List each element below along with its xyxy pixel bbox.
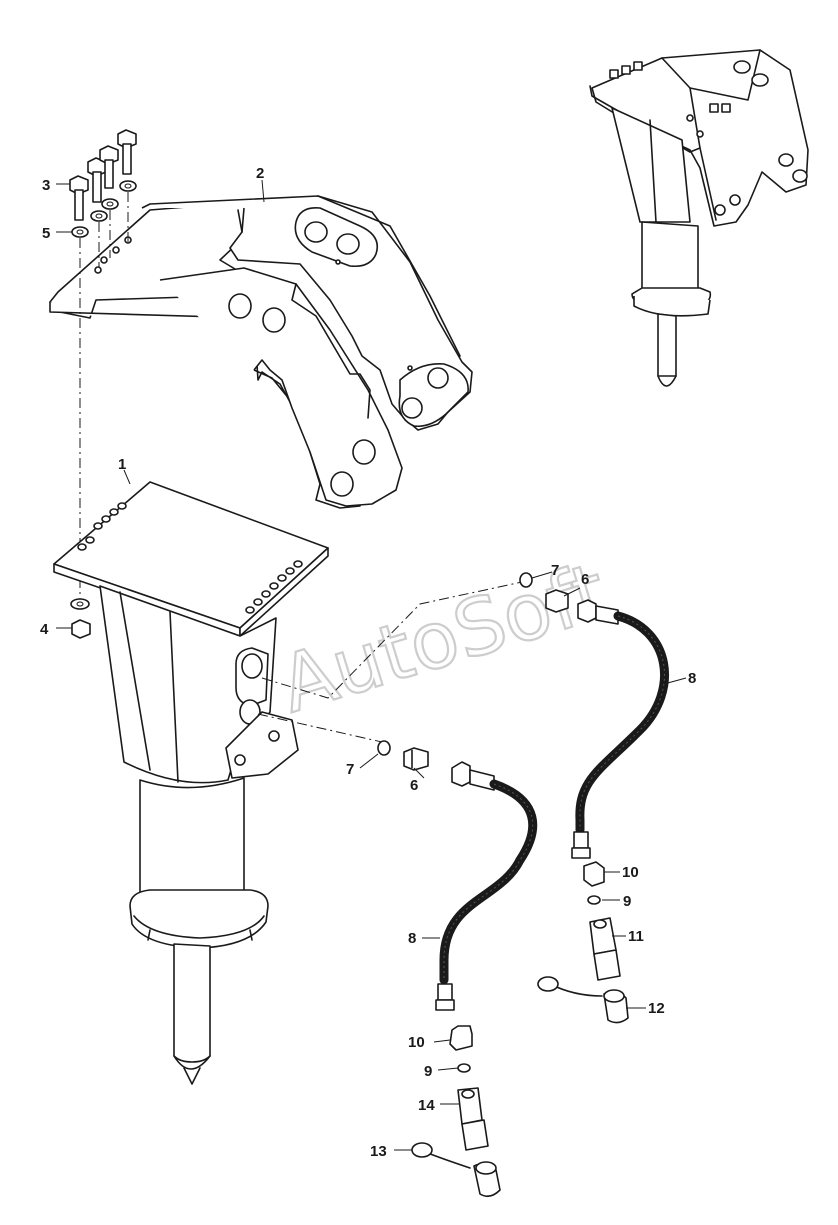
callout-11: 11 <box>628 928 644 945</box>
callout-14: 14 <box>418 1097 435 1114</box>
callout-3: 3 <box>42 177 50 194</box>
callout-8-lower: 8 <box>408 930 416 947</box>
bolt-set <box>69 129 137 600</box>
callout-8-upper: 8 <box>688 670 696 687</box>
callout-6-lower: 6 <box>410 777 418 794</box>
hammer-body <box>53 481 329 1085</box>
callout-5: 5 <box>42 225 50 242</box>
callout-12: 12 <box>648 1000 665 1017</box>
callouts: 1 2 3 4 5 6 6 7 7 8 8 9 9 <box>40 165 696 1160</box>
callout-6-upper: 6 <box>581 571 589 588</box>
hose-assembly-upper <box>519 572 670 1024</box>
callout-7-upper: 7 <box>551 562 559 579</box>
callout-4: 4 <box>40 621 49 638</box>
callout-9-lower: 9 <box>424 1063 432 1080</box>
callout-7-lower: 7 <box>346 761 354 778</box>
routing-line-upper <box>261 581 523 699</box>
callout-9-upper: 9 <box>623 893 631 910</box>
callout-1: 1 <box>118 456 126 473</box>
routing-line-lower <box>257 713 383 743</box>
callout-10-lower: 10 <box>408 1034 425 1051</box>
assembled-hammer-inset <box>589 49 809 387</box>
callout-10-upper: 10 <box>622 864 639 881</box>
mounting-bracket <box>49 195 473 509</box>
callout-13: 13 <box>370 1143 387 1160</box>
watermark: AutoSoft <box>270 547 617 731</box>
callout-2: 2 <box>256 165 264 182</box>
hose-assembly-lower <box>377 740 538 1198</box>
